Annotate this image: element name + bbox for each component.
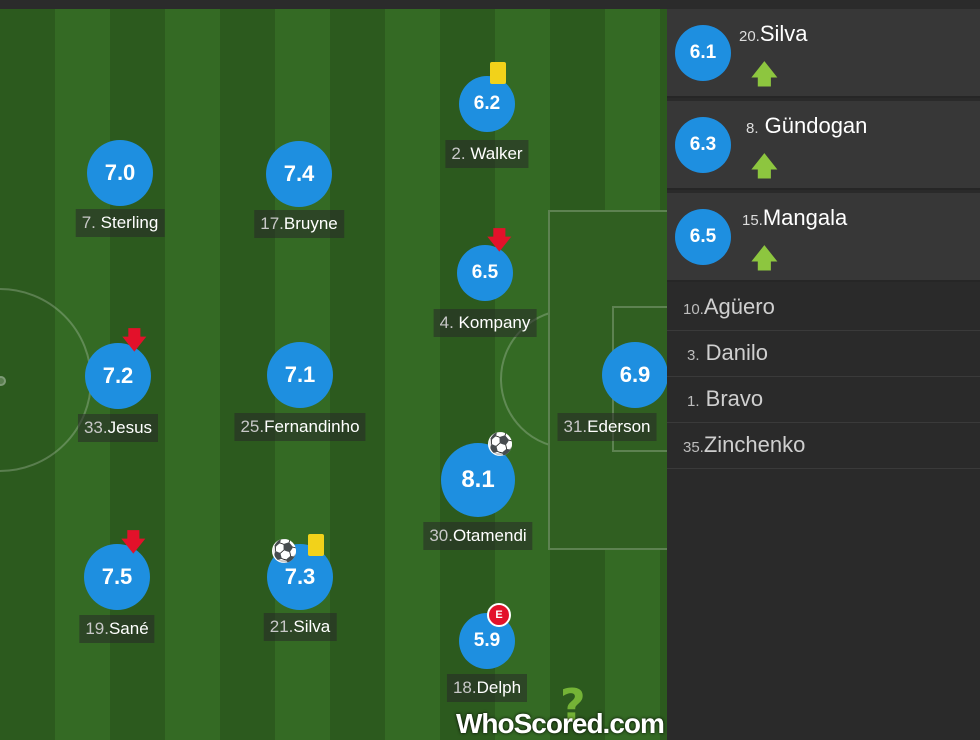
rating-circle: 7.2 [85, 343, 151, 409]
unused-sub-row[interactable]: 10.Agüero [667, 285, 980, 331]
rating-circle: 6.1 [675, 25, 731, 81]
player-name: Gündogan [764, 113, 868, 138]
player-label: 18.Delph [446, 674, 528, 702]
logo-text: WhoScored.com [456, 708, 665, 739]
goal-ball-icon: ⚽ [272, 539, 296, 563]
yellow-card-icon [490, 62, 506, 84]
sub-off-arrow-icon: 🡇 [121, 529, 146, 556]
player-name: Silva [293, 617, 331, 636]
sub-on-arrow-icon: 🡅 [751, 243, 778, 273]
substitute-row[interactable]: 6.3 8. Gündogan 🡅 [667, 101, 980, 190]
substitute-label: 15.Mangala [742, 205, 847, 231]
player-number: 17. [260, 214, 284, 233]
player-label: 33.Jesus [77, 414, 159, 442]
player-name: Agüero [703, 294, 775, 319]
player-name: Sané [108, 619, 149, 638]
player-number: 25. [240, 417, 265, 436]
player-number: 31. [563, 417, 588, 436]
sub-on-arrow-icon: 🡅 [751, 151, 778, 181]
player-label: 31.Ederson [557, 413, 657, 441]
player-name: Walker [470, 144, 523, 163]
unused-sub-row[interactable]: 35.Zinchenko [667, 423, 980, 469]
player-number: 8. [746, 120, 759, 137]
player-label: 19.Sané [79, 615, 155, 643]
player-label: 21.Silva [263, 613, 337, 641]
player-label: 7. Sterling [75, 209, 165, 237]
logo-mark-icon: ? [560, 680, 586, 731]
player-number: 18. [452, 678, 477, 697]
player-name: Fernandinho [264, 417, 360, 436]
player-number: 33. [83, 418, 108, 437]
player-number: 10. [683, 301, 704, 318]
player-name: Zinchenko [703, 432, 806, 457]
rating-circle: 6.3 [675, 117, 731, 173]
player-name: Bruyne [283, 214, 338, 233]
goal-ball-icon: ⚽ [488, 432, 512, 456]
rating-circle: 7.4 [266, 141, 332, 207]
player-number: 30. [429, 526, 453, 545]
player-label: 25.Fernandinho [234, 413, 366, 441]
player-number: 2. [451, 144, 466, 163]
pitch: 6.2 2. Walker 7.0 7. Sterling 7.4 17.Bru… [0, 9, 667, 740]
unused-sub-row[interactable]: 3. Danilo [667, 331, 980, 377]
substitute-label: 20.Silva [739, 21, 808, 47]
center-circle [0, 288, 92, 472]
center-spot [0, 376, 6, 386]
player-name: Ederson [587, 417, 651, 436]
player-name: Otamendi [452, 526, 527, 545]
substitute-row[interactable]: 6.5 15.Mangala 🡅 [667, 193, 980, 282]
sub-on-arrow-icon: 🡅 [751, 59, 778, 89]
sub-off-arrow-icon: 🡇 [122, 327, 147, 354]
yellow-card-icon [308, 534, 324, 556]
sub-off-arrow-icon: 🡇 [487, 227, 512, 254]
player-number: 35. [683, 439, 704, 456]
player-label: 30.Otamendi [423, 522, 533, 550]
rating-circle: 7.0 [87, 140, 153, 206]
player-name: Kompany [458, 313, 531, 332]
bench-panel: 6.1 20.Silva 🡅 6.3 8. Gündogan 🡅 6.5 15.… [667, 9, 980, 740]
substitute-label: 8. Gündogan [746, 113, 867, 139]
rating-circle: 7.5 [84, 544, 150, 610]
whoscored-logo: ? WhoScored.com [456, 680, 665, 740]
rating-circle: 6.5 [675, 209, 731, 265]
player-name: Silva [759, 21, 808, 46]
player-number: 21. [269, 617, 294, 636]
player-name: Sterling [100, 213, 159, 232]
rating-circle: 7.1 [267, 342, 333, 408]
player-name: Jesus [107, 418, 153, 437]
player-number: 1. [687, 393, 700, 410]
substitute-row[interactable]: 6.1 20.Silva 🡅 [667, 9, 980, 98]
rating-circle: 6.9 [602, 342, 667, 408]
rating-circle: 6.2 [459, 76, 515, 132]
player-label: 17.Bruyne [254, 210, 344, 238]
error-icon: E [487, 603, 511, 627]
player-name: Delph [476, 678, 522, 697]
player-name: Danilo [705, 340, 769, 365]
unused-sub-row[interactable]: 1. Bravo [667, 377, 980, 423]
player-name: Bravo [705, 386, 764, 411]
player-name: Mangala [762, 205, 848, 230]
player-number: 19. [85, 619, 109, 638]
top-bar [0, 0, 980, 9]
rating-circle: 6.5 [457, 245, 513, 301]
player-number: 20. [739, 28, 760, 45]
player-number: 3. [687, 347, 700, 364]
player-number: 15. [742, 212, 763, 229]
player-label: 2. Walker [445, 140, 529, 168]
player-label: 4. Kompany [433, 309, 537, 337]
player-number: 7. [81, 213, 96, 232]
player-number: 4. [439, 313, 454, 332]
